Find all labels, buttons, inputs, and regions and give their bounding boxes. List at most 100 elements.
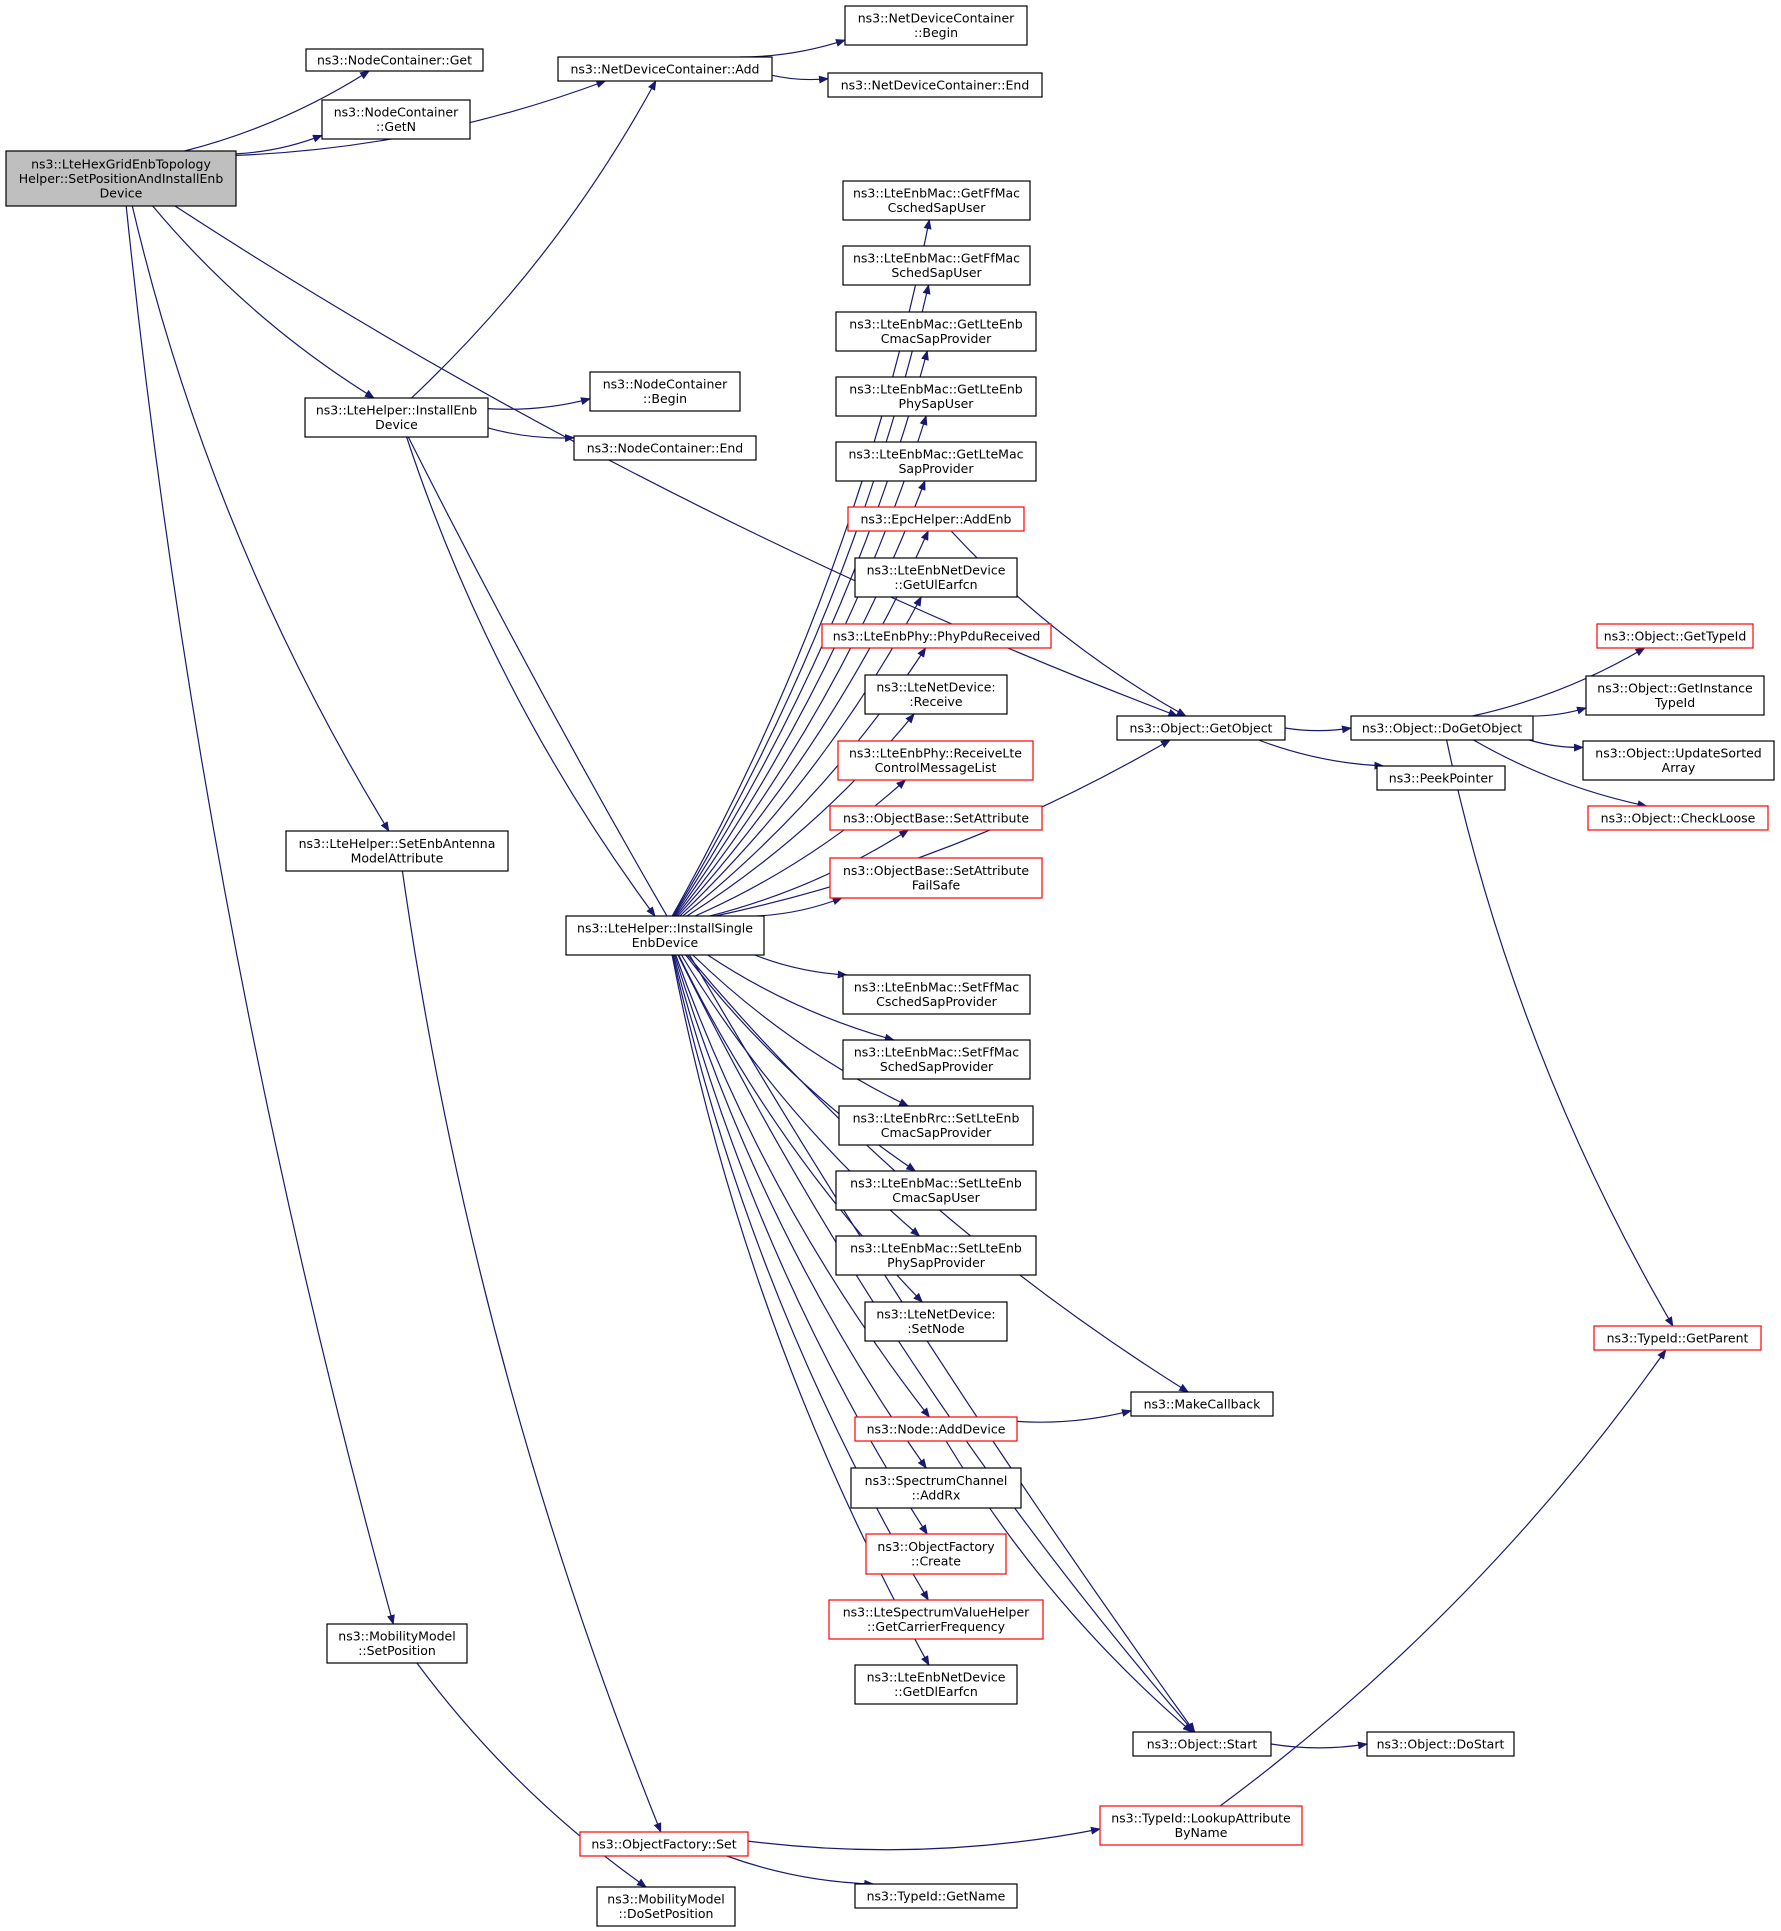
edge-lte_install-to-nc_end: [487, 427, 575, 443]
node-box: [854, 1416, 1018, 1442]
node-box: [1132, 1731, 1272, 1757]
edge-install_single-to-ob_setattr_fs: [756, 897, 843, 917]
node-enbphy_ctrl[interactable]: ns3::LteEnbPhy::ReceiveLteControlMessage…: [837, 740, 1034, 781]
node-obj_start[interactable]: ns3::Object::Start: [1132, 1731, 1272, 1757]
node-obj_dostart[interactable]: ns3::Object::DoStart: [1366, 1731, 1515, 1757]
node-obj_getobject[interactable]: ns3::Object::GetObject: [1116, 715, 1286, 741]
node-of_set[interactable]: ns3::ObjectFactory::Set: [579, 1831, 749, 1857]
node-label-line: ns3::LteHelper::InstallSingle: [577, 921, 753, 936]
node-mm_setpos[interactable]: ns3::MobilityModel::SetPosition: [326, 1623, 468, 1664]
node-ndc_add[interactable]: ns3::NetDeviceContainer::Add: [557, 56, 773, 82]
node-box: [557, 56, 773, 82]
node-nc_end[interactable]: ns3::NodeContainer::End: [573, 435, 757, 461]
node-nd_receive[interactable]: ns3::LteNetDevice::Receive: [864, 674, 1008, 715]
node-box: [1582, 740, 1775, 781]
node-label-line: ns3::LteHelper::InstallEnb: [316, 403, 477, 418]
node-label-line: ns3::MobilityModel: [607, 1892, 724, 1907]
node-obj_checkloose[interactable]: ns3::Object::CheckLoose: [1587, 805, 1769, 831]
node-label-line: ns3::Object::GetTypeId: [1604, 628, 1747, 643]
node-root[interactable]: ns3::LteHexGridEnbTopologyHelper::SetPos…: [5, 150, 237, 207]
node-label-line: ::GetDlEarfcn: [894, 1684, 978, 1699]
node-label-line: Array: [1662, 760, 1696, 775]
node-box: [305, 48, 484, 72]
node-nd_setnode[interactable]: ns3::LteNetDevice::SetNode: [864, 1301, 1008, 1342]
edge-install_single-to-rrc_setcmac: [692, 954, 910, 1107]
node-box: [1366, 1731, 1515, 1757]
node-box: [854, 557, 1018, 598]
node-label-line: ns3::ObjectFactory: [877, 1539, 995, 1554]
edge-obj_dogetobject-to-tid_getparent: [1446, 739, 1674, 1327]
node-label-line: ns3::Object::DoGetObject: [1362, 720, 1522, 735]
edge-install_single-to-mac_getltemac: [675, 480, 926, 917]
node-obj_gettypeid[interactable]: ns3::Object::GetTypeId: [1596, 623, 1754, 649]
node-tid_getparent[interactable]: ns3::TypeId::GetParent: [1593, 1325, 1762, 1351]
node-label-line: SapProvider: [899, 461, 975, 476]
node-box: [864, 674, 1008, 715]
node-label-line: ::Begin: [643, 391, 687, 406]
node-box: [842, 180, 1031, 221]
node-ndc_end[interactable]: ns3::NetDeviceContainer::End: [827, 72, 1043, 98]
node-ob_setattr[interactable]: ns3::ObjectBase::SetAttribute: [829, 805, 1043, 831]
node-sc_addrx[interactable]: ns3::SpectrumChannel::AddRx: [850, 1467, 1022, 1509]
node-label-line: ns3::LteEnbMac::GetLteEnb: [849, 382, 1023, 397]
node-box: [285, 830, 509, 872]
edge-obj_getobject-to-peek_pointer: [1258, 739, 1385, 770]
node-nc_begin[interactable]: ns3::NodeContainer::Begin: [589, 371, 741, 412]
node-of_create[interactable]: ns3::ObjectFactory::Create: [865, 1533, 1007, 1575]
node-peek_pointer[interactable]: ns3::PeekPointer: [1376, 765, 1506, 791]
node-box: [321, 99, 471, 140]
node-set_antenna[interactable]: ns3::LteHelper::SetEnbAntennaModelAttrib…: [285, 830, 509, 872]
node-label-line: PhySapUser: [899, 396, 975, 411]
edge-lte_install-to-obj_start: [407, 436, 1196, 1733]
node-box: [589, 371, 741, 412]
node-node_adddev[interactable]: ns3::Node::AddDevice: [854, 1416, 1018, 1442]
node-obj_dogetobject[interactable]: ns3::Object::DoGetObject: [1350, 715, 1534, 741]
node-label-line: ns3::Object::DoStart: [1377, 1736, 1505, 1751]
node-label-line: ns3::NetDeviceContainer::End: [841, 77, 1030, 92]
edge-lte_install-to-nc_begin: [487, 397, 591, 410]
edge-root-to-mm_setpos: [125, 205, 395, 1625]
node-enbnd_getul[interactable]: ns3::LteEnbNetDevice::GetUlEarfcn: [854, 557, 1018, 598]
node-label-line: ns3::LteEnbMac::SetFfMac: [854, 1045, 1019, 1060]
node-tid_getname[interactable]: ns3::TypeId::GetName: [854, 1883, 1018, 1909]
edge-root-to-nc_get: [184, 70, 370, 152]
node-label-line: ns3::NetDeviceContainer::Add: [571, 61, 760, 76]
node-label-line: ns3::ObjectBase::SetAttribute: [843, 810, 1029, 825]
node-epc_addenb[interactable]: ns3::EpcHelper::AddEnb: [847, 506, 1025, 532]
node-ndc_begin[interactable]: ns3::NetDeviceContainer::Begin: [844, 5, 1028, 46]
node-label-line: ByName: [1175, 1825, 1228, 1840]
node-box: [1099, 1805, 1303, 1846]
node-enbphy_pdu[interactable]: ns3::LteEnbPhy::PhyPduReceived: [821, 623, 1052, 649]
node-label-line: ns3::LteEnbMac::GetLteEnb: [849, 317, 1023, 332]
node-mm_dosetpos[interactable]: ns3::MobilityModel::DoSetPosition: [596, 1886, 736, 1927]
node-box: [838, 1105, 1034, 1146]
edge-ndc_add-to-ndc_end: [771, 74, 829, 84]
node-box: [828, 1599, 1044, 1640]
node-nc_get[interactable]: ns3::NodeContainer::Get: [305, 48, 484, 72]
node-label-line: CschedSapProvider: [876, 994, 998, 1009]
node-svh_freq[interactable]: ns3::LteSpectrumValueHelper::GetCarrierF…: [828, 1599, 1044, 1640]
node-make_cb[interactable]: ns3::MakeCallback: [1130, 1391, 1274, 1417]
node-mac_setffcsched[interactable]: ns3::LteEnbMac::SetFfMacCschedSapProvide…: [842, 974, 1031, 1015]
node-label-line: Device: [375, 417, 418, 432]
node-enbnd_getdl[interactable]: ns3::LteEnbNetDevice::GetDlEarfcn: [854, 1664, 1018, 1705]
node-nc_getn[interactable]: ns3::NodeContainer::GetN: [321, 99, 471, 140]
node-label-line: ns3::TypeId::LookupAttribute: [1111, 1811, 1291, 1826]
node-box: [842, 974, 1031, 1015]
node-box: [865, 1533, 1007, 1575]
